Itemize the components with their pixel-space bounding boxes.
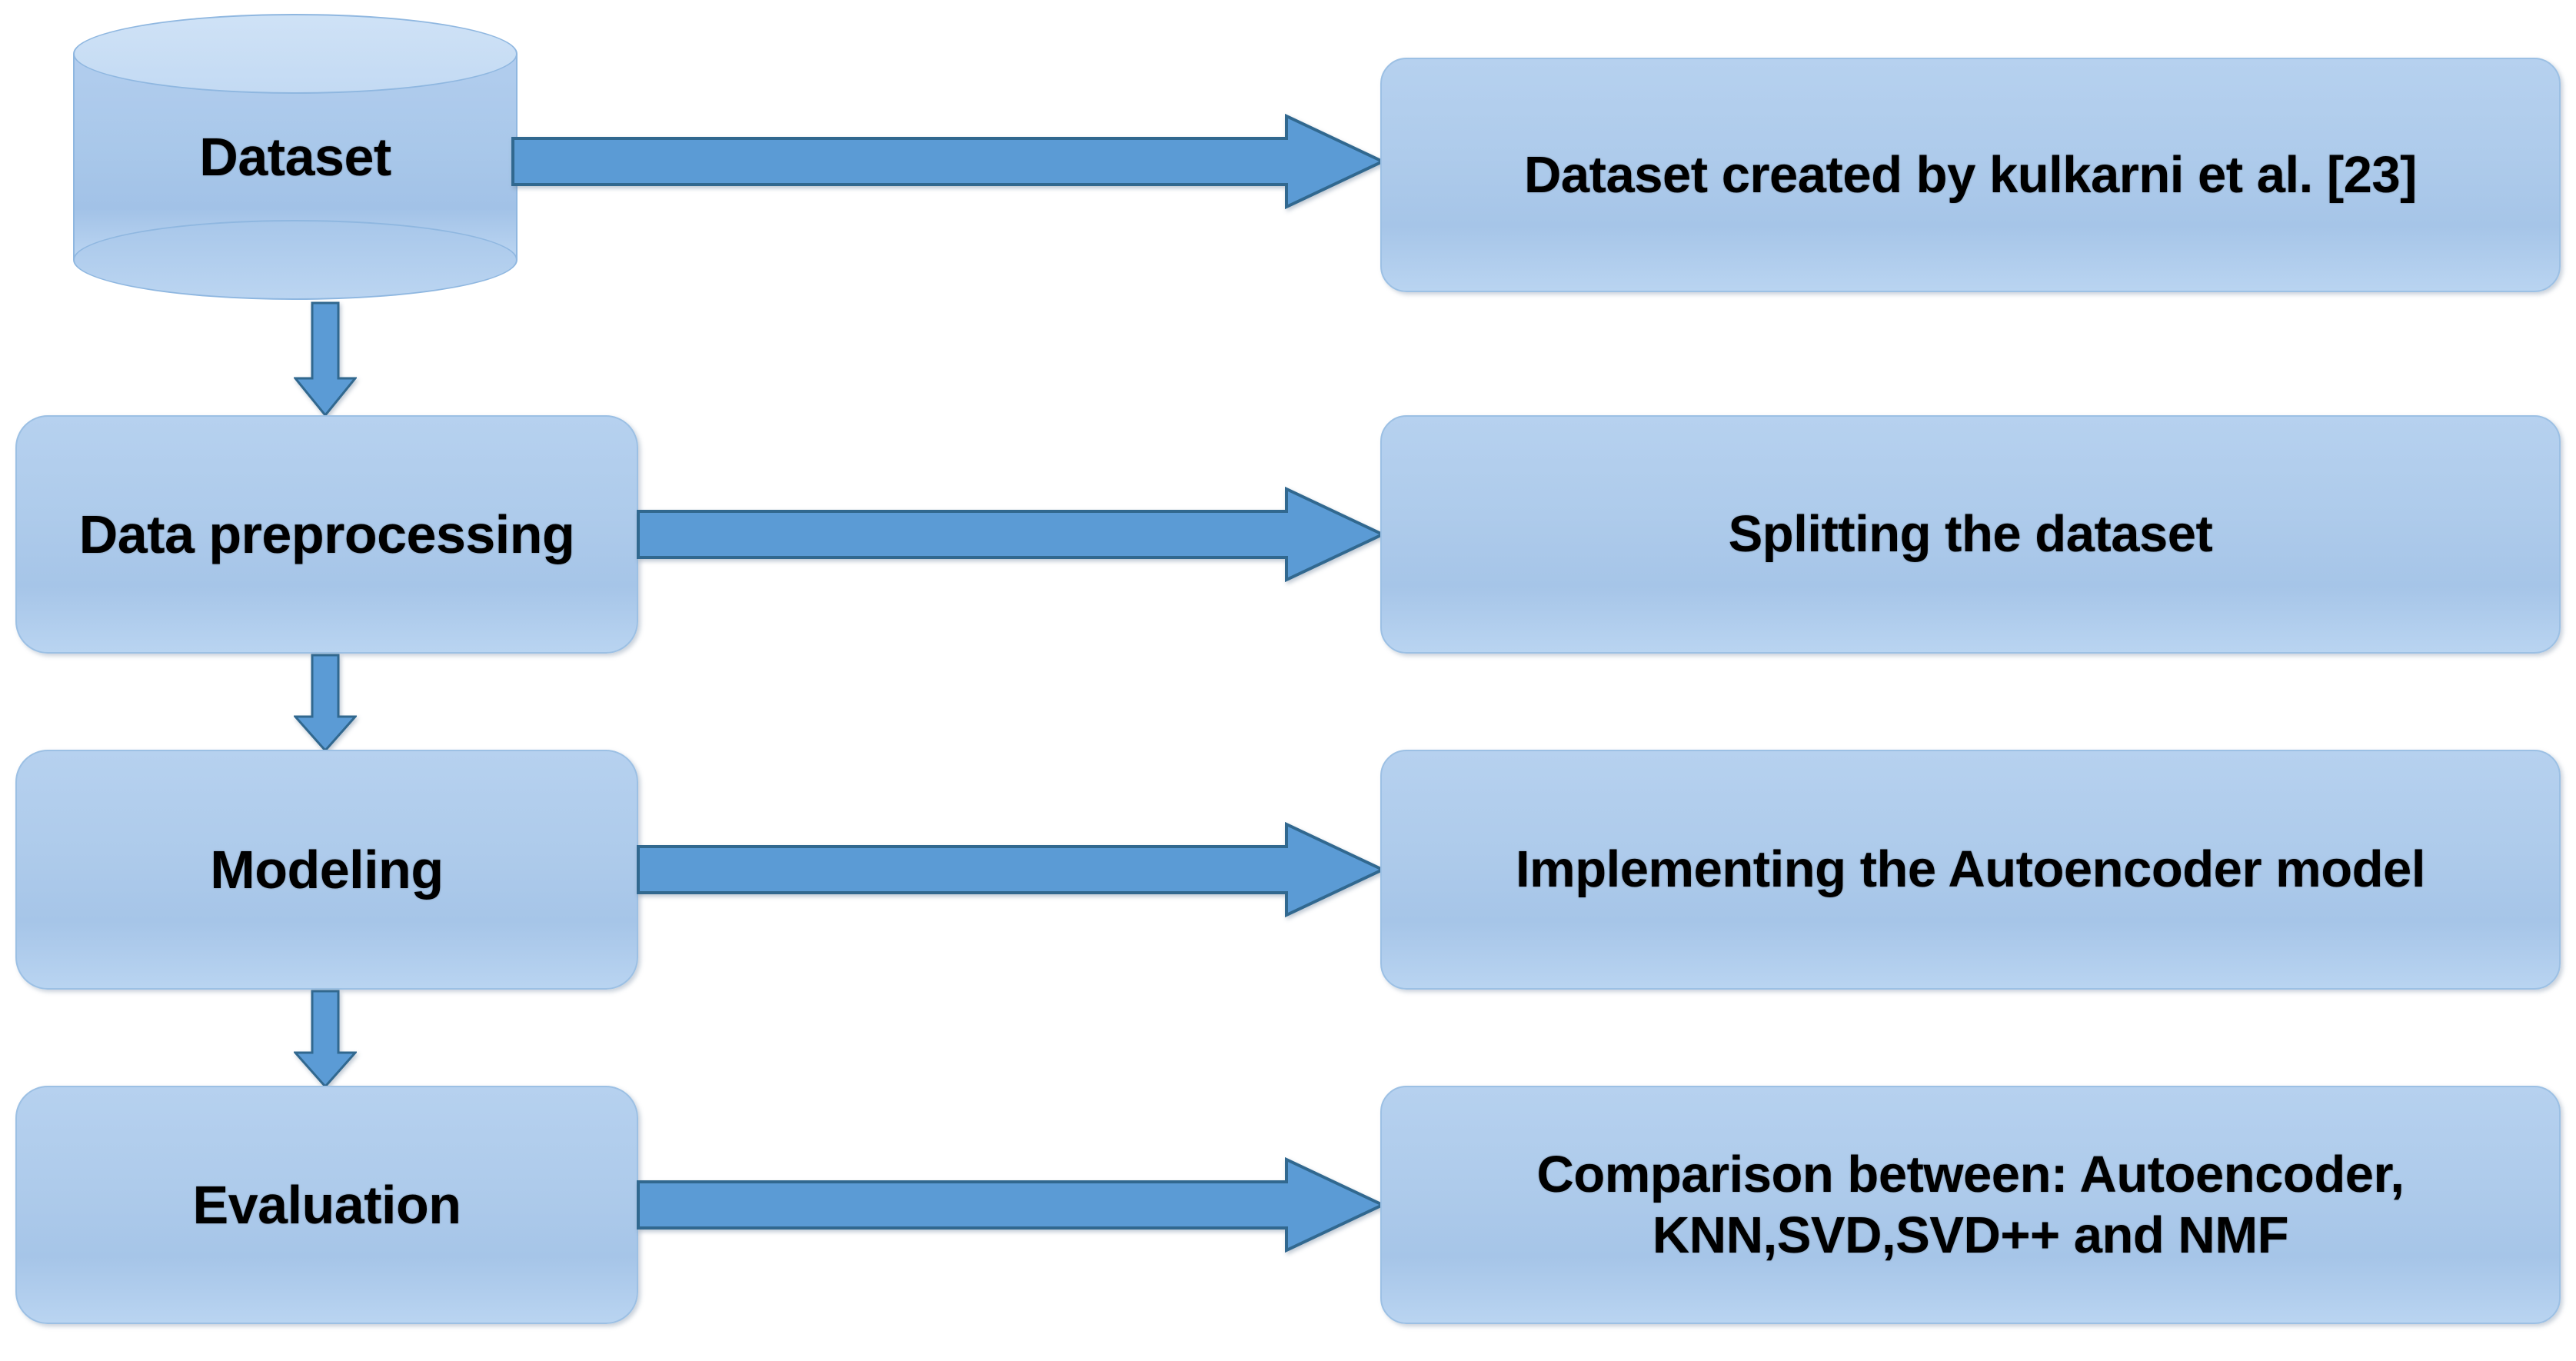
node-label-data-preprocessing: Data preprocessing bbox=[78, 504, 575, 564]
cylinder-bottom-ellipse bbox=[73, 220, 518, 300]
arrow-preprocessing-to-modeling bbox=[294, 654, 357, 752]
arrow-dataset-to-preprocessing bbox=[294, 301, 357, 417]
arrow-evaluation-to-comparison bbox=[637, 1157, 1384, 1253]
arrow-dataset-to-dataset-created bbox=[511, 114, 1384, 209]
arrow-preprocessing-to-splitting bbox=[637, 487, 1384, 582]
node-label-dataset: Dataset bbox=[199, 126, 391, 187]
node-label-dataset-created: Dataset created by kulkarni et al. [23] bbox=[1524, 145, 2417, 204]
cylinder-top-ellipse bbox=[73, 14, 518, 94]
node-implementing-autoencoder[interactable]: Implementing the Autoencoder model bbox=[1380, 750, 2561, 990]
node-evaluation[interactable]: Evaluation bbox=[15, 1086, 638, 1324]
arrow-modeling-to-implementing bbox=[637, 822, 1384, 917]
node-label-splitting-the-dataset: Splitting the dataset bbox=[1728, 505, 2213, 564]
node-dataset-created[interactable]: Dataset created by kulkarni et al. [23] bbox=[1380, 58, 2561, 292]
node-data-preprocessing[interactable]: Data preprocessing bbox=[15, 415, 638, 654]
node-label-implementing-autoencoder: Implementing the Autoencoder model bbox=[1516, 840, 2425, 899]
node-label-comparison-models: Comparison between: Autoencoder, KNN,SVD… bbox=[1536, 1145, 2405, 1264]
arrow-modeling-to-evaluation bbox=[294, 990, 357, 1088]
cylinder-label-wrap: Dataset bbox=[73, 14, 518, 300]
node-dataset-cylinder[interactable]: Dataset bbox=[73, 14, 518, 300]
node-label-modeling: Modeling bbox=[210, 839, 444, 900]
node-comparison-models[interactable]: Comparison between: Autoencoder, KNN,SVD… bbox=[1380, 1086, 2561, 1324]
node-modeling[interactable]: Modeling bbox=[15, 750, 638, 990]
node-label-evaluation: Evaluation bbox=[192, 1174, 461, 1235]
node-splitting-the-dataset[interactable]: Splitting the dataset bbox=[1380, 415, 2561, 654]
